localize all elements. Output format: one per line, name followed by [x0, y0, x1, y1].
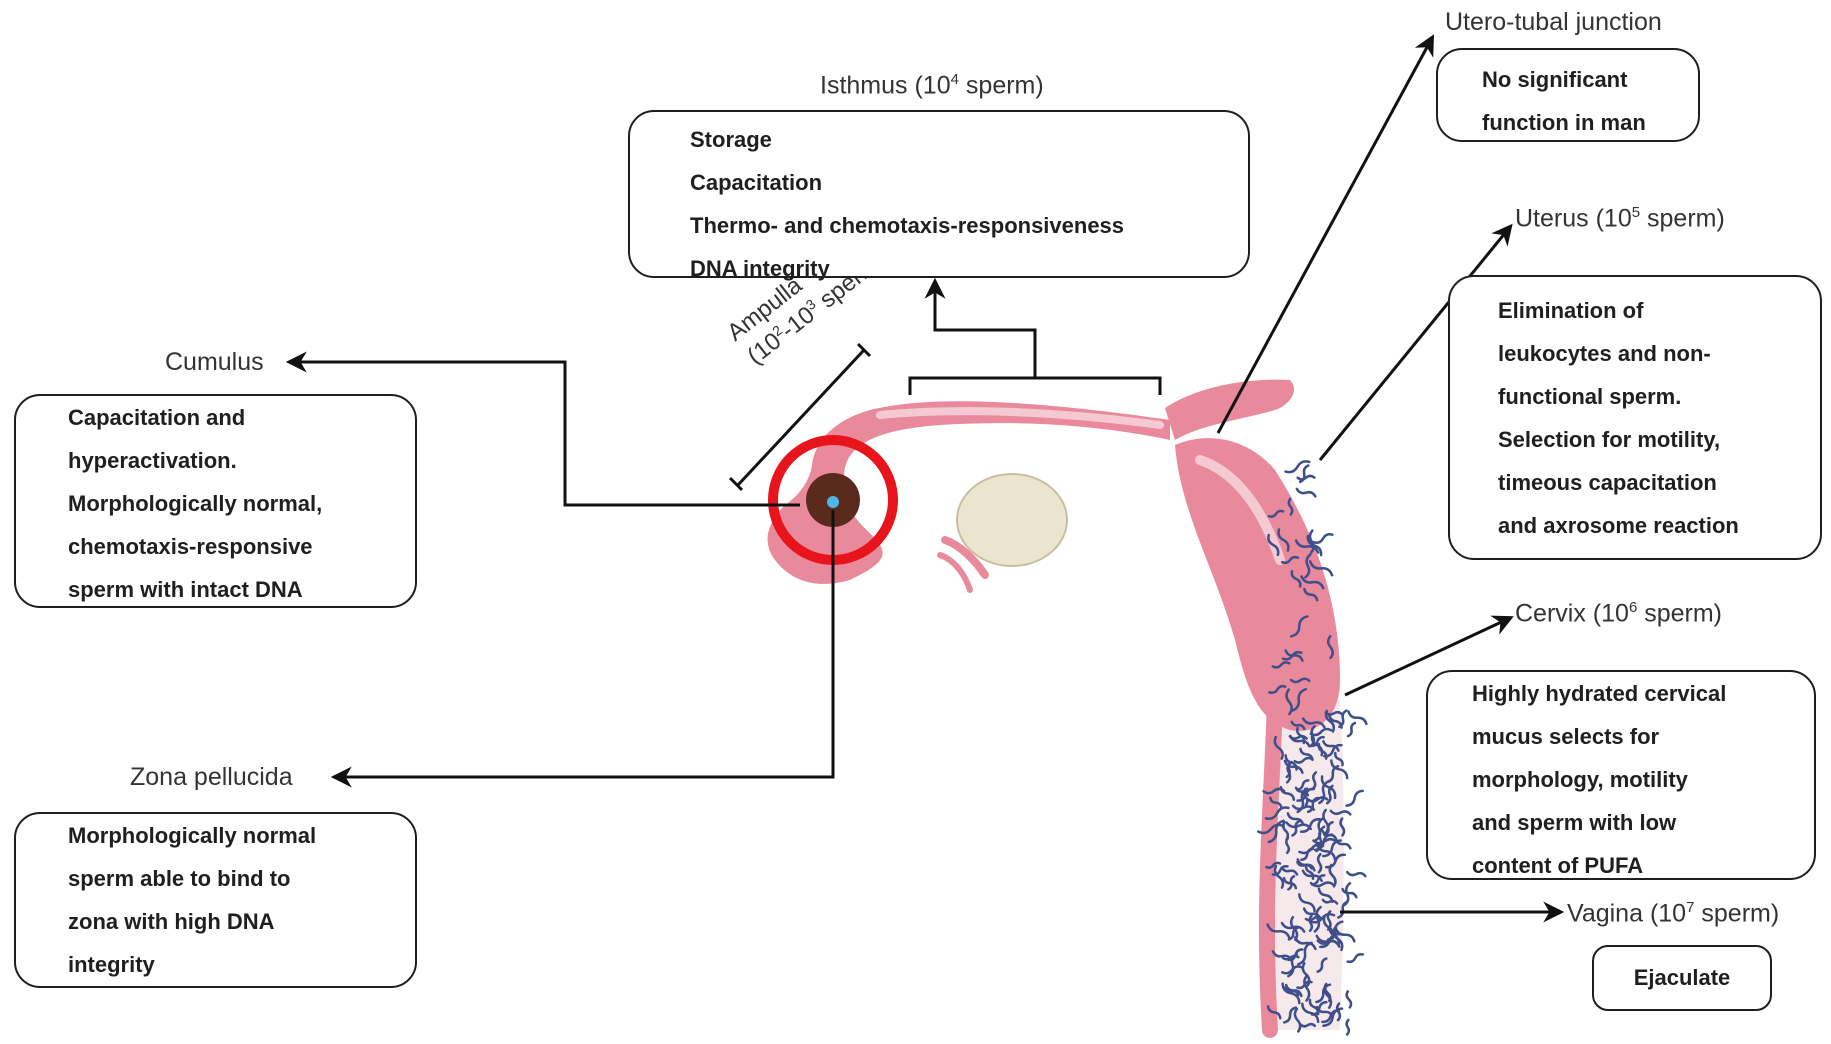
isthmus-bracket [910, 378, 1160, 395]
utero-tubal-item: function in man [1482, 101, 1698, 144]
sperm-squiggle [1348, 723, 1355, 736]
cervix-item: morphology, motility [1472, 758, 1814, 801]
cumulus-box: Capacitation and hyperactivation. Morpho… [14, 394, 417, 608]
uterus-item: Elimination of [1498, 289, 1820, 332]
cumulus-title: Cumulus [165, 350, 264, 375]
cervix-item: mucus selects for [1472, 715, 1814, 758]
utero-tubal-item: No significant [1482, 58, 1698, 101]
cumulus-item: hyperactivation. [68, 439, 415, 482]
zona-item: Morphologically normal [68, 814, 415, 857]
cumulus-item: Morphologically normal, [68, 482, 415, 525]
oocyte-nucleus [827, 496, 839, 508]
vagina-item: Ejaculate [1594, 947, 1770, 1009]
cumulus-item: chemotaxis-responsive [68, 525, 415, 568]
sperm-squiggle [1297, 489, 1315, 496]
cervix-item: Highly hydrated cervical [1472, 672, 1814, 715]
isthmus-box: Storage Capacitation Thermo- and chemota… [628, 110, 1250, 278]
sperm-squiggle [1347, 872, 1365, 876]
vagina-title: Vagina (107 sperm) [1567, 900, 1779, 926]
zona-item: zona with high DNA [68, 900, 415, 943]
isthmus-item: Storage [690, 118, 1248, 161]
cumulus-item: sperm with intact DNA [68, 568, 415, 611]
sperm-squiggle [1347, 991, 1351, 1007]
isthmus-item: Capacitation [690, 161, 1248, 204]
vagina-box: Ejaculate [1592, 945, 1772, 1011]
zona-title: Zona pellucida [130, 765, 293, 790]
utero-tubal-box: No significant function in man [1436, 48, 1700, 142]
cervix-item: and sperm with low [1472, 801, 1814, 844]
uterus-box: Elimination of leukocytes and non- funct… [1448, 275, 1822, 560]
zona-item: integrity [68, 943, 415, 986]
uterus-shape [1175, 438, 1340, 731]
cervix-title: Cervix (106 sperm) [1515, 600, 1722, 626]
uterus-title: Uterus (105 sperm) [1515, 205, 1725, 231]
sperm-squiggle [1314, 534, 1332, 542]
sperm-squiggle [1347, 1020, 1349, 1035]
uterus-item: leukocytes and non- [1498, 332, 1820, 375]
sperm-squiggle [1298, 476, 1315, 479]
uterus-item: timeous capacitation [1498, 461, 1820, 504]
sperm-squiggle [1346, 791, 1362, 806]
cumulus-item: Capacitation and [68, 396, 415, 439]
uterus-item: and axrosome reaction [1498, 504, 1820, 547]
cervix-item: content of PUFA [1472, 844, 1814, 887]
uterus-item: functional sperm. [1498, 375, 1820, 418]
zona-item: sperm able to bind to [68, 857, 415, 900]
zona-box: Morphologically normal sperm able to bin… [14, 812, 417, 988]
isthmus-title: Isthmus (104 sperm) [820, 72, 1044, 98]
isthmus-item: DNA integrity [690, 247, 1248, 290]
isthmus-arrow [935, 282, 1035, 378]
isthmus-item: Thermo- and chemotaxis-responsiveness [690, 204, 1248, 247]
utero-tubal-arrow [1218, 38, 1432, 433]
sperm-squiggle [1348, 954, 1363, 962]
sperm-squiggle [1349, 712, 1367, 724]
sperm-squiggle [1343, 889, 1357, 897]
ovary [957, 474, 1067, 566]
utero-tubal-title: Utero-tubal junction [1445, 10, 1662, 35]
sperm-squiggle [1323, 900, 1337, 904]
uterus-item: Selection for motility, [1498, 418, 1820, 461]
cervix-box: Highly hydrated cervical mucus selects f… [1426, 670, 1816, 880]
